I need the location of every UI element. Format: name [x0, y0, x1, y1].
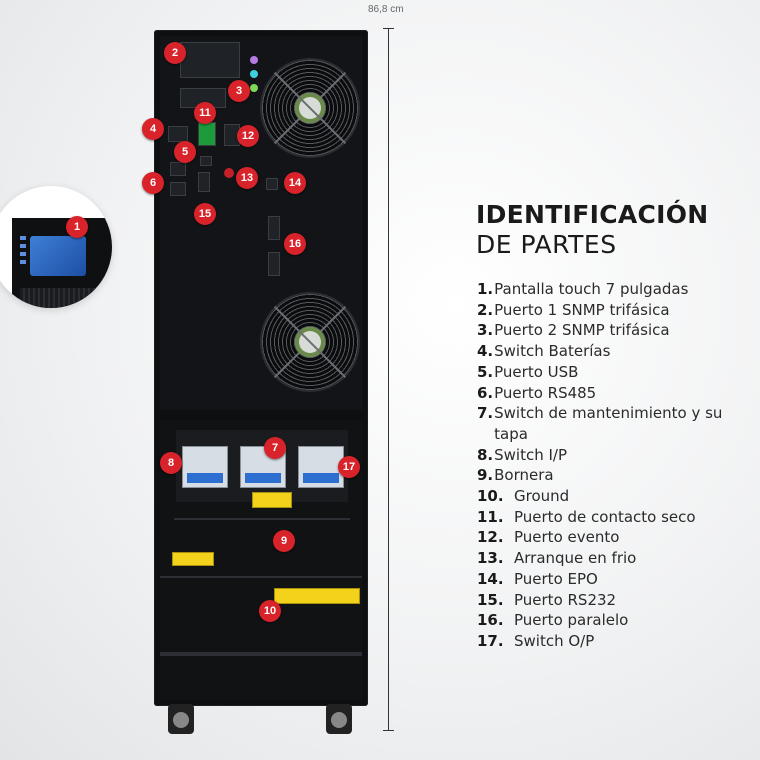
heading-subtitle: DE PARTES — [476, 230, 617, 259]
list-item: 16.Puerto paralelo — [477, 611, 629, 630]
callout-10: 10 — [259, 600, 281, 622]
input-breaker — [182, 446, 228, 488]
lower-cover-edge — [160, 576, 362, 578]
battery-switch — [168, 126, 188, 142]
touchscreen-detail-zoom — [0, 186, 112, 308]
ups-cabinet — [154, 30, 368, 706]
parts-list: 1.Pantalla touch 7 pulgadas 2.Puerto 1 S… — [477, 279, 747, 652]
list-item: 1.Pantalla touch 7 pulgadas — [477, 280, 689, 298]
callout-7: 7 — [264, 437, 286, 459]
dimension-cap-top — [383, 28, 394, 29]
list-item: 3.Puerto 2 SNMP trifásica — [477, 321, 670, 340]
parallel-port-b — [268, 252, 280, 276]
list-item: 2.Puerto 1 SNMP trifásica — [477, 300, 670, 319]
callout-1: 1 — [66, 216, 88, 238]
base-plinth — [160, 652, 362, 656]
upper-cooling-fan — [262, 60, 358, 156]
rs485-port-a — [170, 162, 186, 176]
list-item: 4.Switch Baterías — [477, 342, 611, 361]
list-item: 17.Switch O/P — [477, 631, 595, 650]
cold-start-button — [224, 168, 234, 178]
caster-wheel-left — [168, 704, 194, 734]
epo-port — [266, 178, 278, 190]
maintenance-warning-label — [252, 492, 292, 508]
usb-port — [200, 156, 212, 166]
dimension-cap-bottom — [383, 730, 394, 731]
list-item: 13.Arranque en frio — [477, 549, 637, 568]
terminal-cover-edge — [174, 518, 350, 520]
parallel-port-a — [268, 216, 280, 240]
lower-cooling-fan — [262, 294, 358, 390]
indicator-led-green — [250, 84, 258, 92]
snmp-slot-1 — [180, 42, 240, 78]
callout-3: 3 — [228, 80, 250, 102]
callout-15: 15 — [194, 203, 216, 225]
list-item: 9.Bornera — [477, 466, 554, 485]
callout-9: 9 — [273, 530, 295, 552]
caster-wheel-right — [326, 704, 352, 734]
callout-17: 17 — [338, 456, 360, 478]
callout-12: 12 — [237, 125, 259, 147]
ground-warning-label — [274, 588, 360, 604]
callout-4: 4 — [142, 118, 164, 140]
list-item: 8.Switch I/P — [477, 445, 568, 464]
rs485-port-b — [170, 182, 186, 196]
output-breaker — [298, 446, 344, 488]
list-item: 7.Switch de mantenimiento y su tapa — [477, 404, 723, 443]
callout-16: 16 — [284, 233, 306, 255]
dry-contact-terminal — [198, 122, 216, 146]
terminal-warning-label — [172, 552, 214, 566]
indicator-led-purple — [250, 56, 258, 64]
callout-11: 11 — [194, 102, 216, 124]
callout-8: 8 — [160, 452, 182, 474]
callout-2: 2 — [164, 42, 186, 64]
callout-5: 5 — [174, 141, 196, 163]
list-item: 6.Puerto RS485 — [477, 383, 597, 402]
list-item: 12.Puerto evento — [477, 528, 620, 547]
list-item: 5.Puerto USB — [477, 362, 579, 381]
heading-title: IDENTIFICACIÓN — [476, 200, 709, 229]
list-item: 15.Puerto RS232 — [477, 590, 617, 609]
indicator-led-cyan — [250, 70, 258, 78]
touchscreen-display — [30, 236, 86, 276]
callout-14: 14 — [284, 172, 306, 194]
list-item: 14.Puerto EPO — [477, 569, 598, 588]
rs232-port — [198, 172, 210, 192]
list-item: 11.Puerto de contacto seco — [477, 507, 696, 526]
height-dimension-label: 86,8 cm — [368, 4, 404, 15]
callout-13: 13 — [236, 167, 258, 189]
callout-6: 6 — [142, 172, 164, 194]
list-item: 10.Ground — [477, 487, 570, 506]
height-dimension-line — [388, 28, 389, 730]
